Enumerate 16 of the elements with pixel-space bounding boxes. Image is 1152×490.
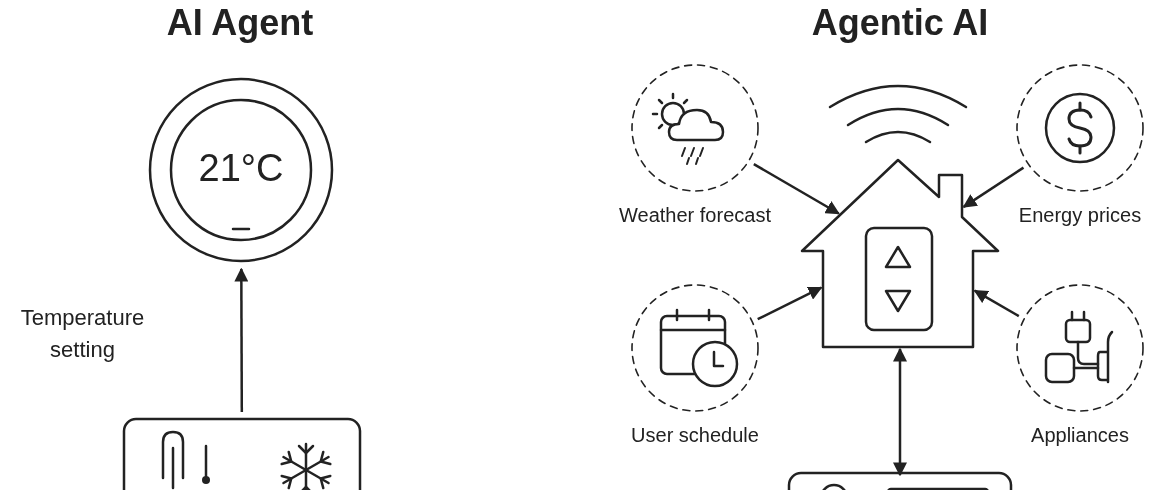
arrow [973,289,1020,318]
climate-unit-panel [123,418,361,490]
arrow [962,166,1025,208]
arrow [893,347,907,477]
smart-home-drawing [800,85,1000,350]
temperature-reading: 21°C [198,147,284,190]
source-label: User schedule [631,424,759,447]
source-label: Energy prices [1018,204,1142,227]
section-heading: AI Agent [166,2,314,43]
arrow [757,286,823,321]
arrow [753,163,840,215]
section-heading: Agentic AI [811,2,989,43]
source-label: Appliances [1031,424,1129,447]
source-label: Weather forecast [619,204,771,227]
thermostat-dial [148,77,334,263]
arrow [234,267,249,412]
